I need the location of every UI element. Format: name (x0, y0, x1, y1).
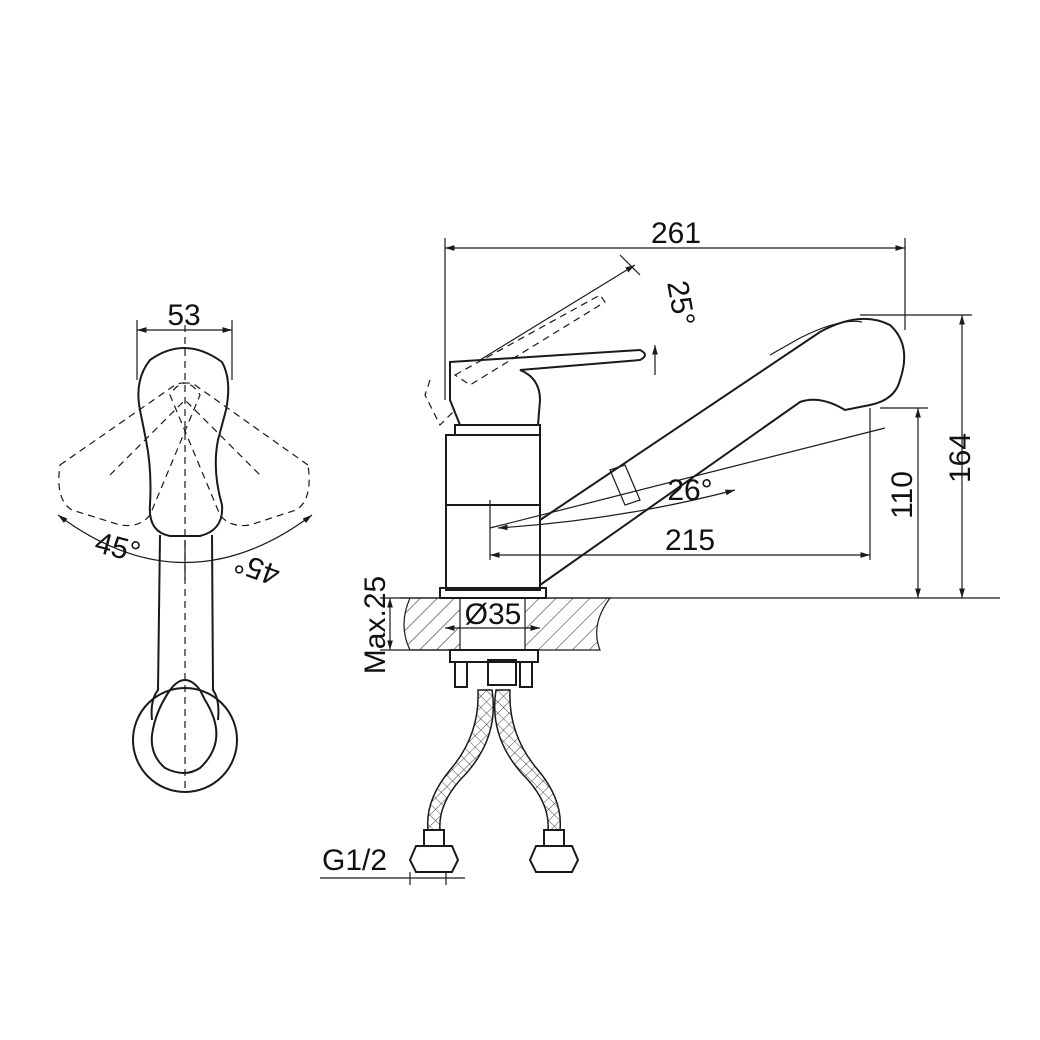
angle-left: 45° (91, 526, 143, 570)
countertop-left (400, 597, 461, 651)
top-view: 53 45° 45° (57, 299, 313, 793)
angle-spout: 26° (667, 474, 712, 507)
spout (539, 317, 906, 586)
handle-ghost-left (58, 382, 201, 527)
dimension-max-countertop: Max.25 (359, 576, 392, 674)
connector-right (528, 845, 580, 873)
countertop-right (524, 597, 612, 651)
hose-right (493, 689, 562, 831)
dimension-spout-height: 110 (886, 471, 919, 519)
dimension-mount-diameter: Ø35 (465, 598, 522, 631)
dimension-overall-height: 164 (944, 433, 977, 483)
handle-ghost-right (169, 382, 310, 527)
lever (449, 348, 646, 426)
body (445, 434, 541, 591)
dimension-handle-width: 53 (167, 299, 200, 332)
dimension-spout-reach: 215 (665, 524, 715, 557)
angle-right: 45° (230, 545, 284, 592)
connector-left (408, 845, 460, 873)
hose-left (426, 689, 495, 831)
handle-top-view (137, 347, 230, 537)
side-view: 261 25° 164 110 26° 215 (320, 217, 1000, 885)
dimension-connection: G1/2 (322, 844, 387, 877)
dimension-overall-length: 261 (651, 217, 701, 250)
angle-lever: 25° (660, 278, 700, 328)
